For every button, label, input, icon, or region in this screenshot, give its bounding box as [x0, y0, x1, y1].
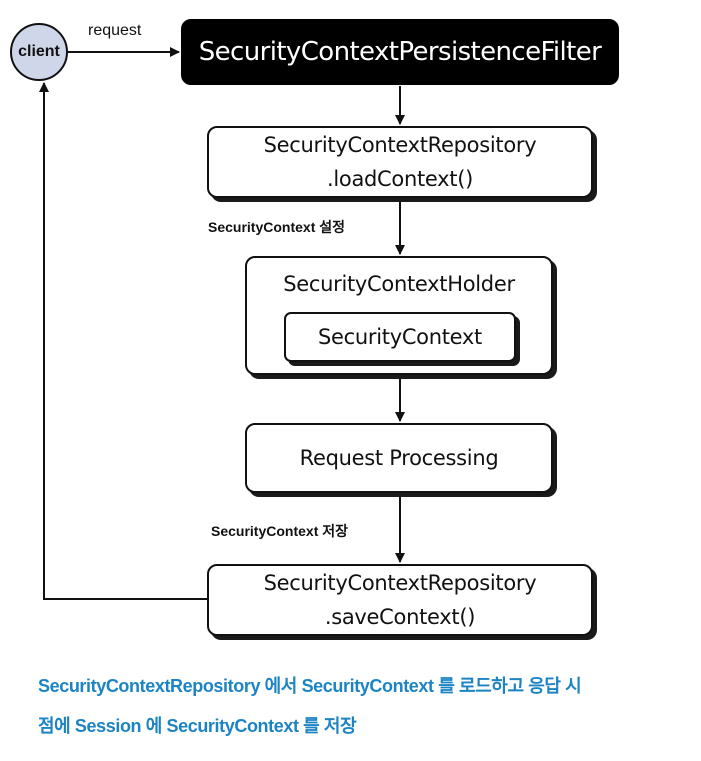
- flow-diagram: client request SecurityContextPersistenc…: [10, 19, 619, 636]
- save-context-box: SecurityContextRepository .saveContext(): [207, 564, 593, 636]
- persistence-filter-box: SecurityContextPersistenceFilter: [181, 19, 619, 85]
- load-context-box: SecurityContextRepository .loadContext(): [207, 126, 593, 198]
- set-context-label: SecurityContext 설정: [208, 219, 346, 235]
- load-box-line2: .loadContext(): [326, 167, 473, 191]
- request-processing-box: Request Processing: [245, 423, 553, 493]
- caption: SecurityContextRepository 에서 SecurityCon…: [38, 666, 678, 746]
- security-context-box: SecurityContext: [284, 312, 516, 362]
- response-arrow: [39, 82, 207, 600]
- client-node: client: [10, 23, 68, 81]
- request-label: request: [88, 22, 142, 39]
- connector-arrows: [39, 47, 405, 600]
- caption-line1: SecurityContextRepository 에서 SecurityCon…: [38, 676, 582, 696]
- processing-label: Request Processing: [299, 446, 499, 470]
- holder-title: SecurityContextHolder: [283, 272, 515, 296]
- caption-line2: 점에 Session 에 SecurityContext 를 저장: [38, 716, 357, 736]
- save-context-label: SecurityContext 저장: [211, 523, 349, 539]
- load-box-line1: SecurityContextRepository: [263, 133, 537, 157]
- context-holder-box: SecurityContextHolder SecurityContext: [245, 256, 553, 375]
- save-box-line1: SecurityContextRepository: [263, 571, 537, 595]
- save-box-line2: .saveContext(): [324, 605, 476, 629]
